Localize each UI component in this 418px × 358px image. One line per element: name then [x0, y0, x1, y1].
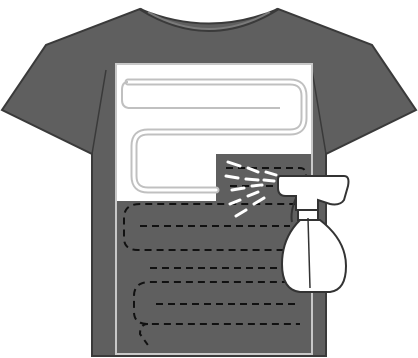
spray-bottle-icon	[278, 176, 349, 292]
